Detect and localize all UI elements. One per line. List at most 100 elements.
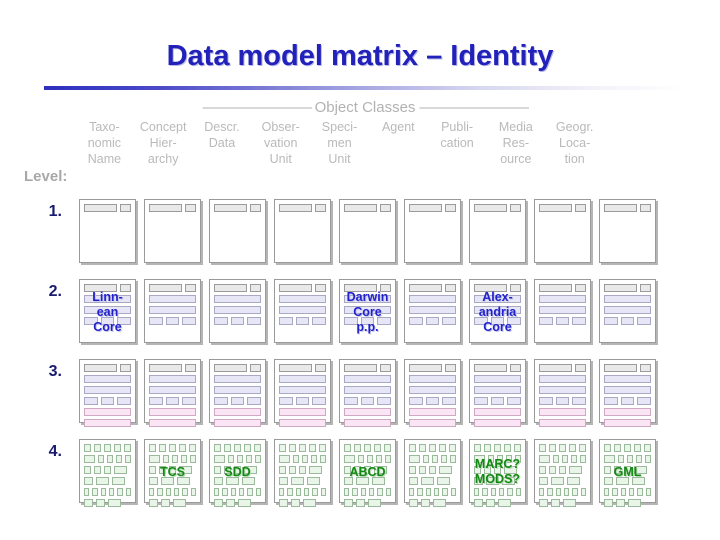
cell-bar (309, 444, 316, 452)
matrix-cell[interactable] (339, 359, 396, 427)
matrix-cell[interactable] (274, 359, 331, 427)
cell-bar (626, 455, 633, 463)
cell-bar-row (539, 499, 586, 507)
cell-bar (498, 488, 505, 496)
cell-bar (247, 488, 253, 496)
cell-bar (449, 455, 456, 463)
matrix-cell[interactable] (274, 199, 331, 263)
cell-bar (409, 317, 423, 325)
matrix-cell[interactable] (209, 199, 266, 263)
cell-bar-row (149, 204, 196, 212)
matrix-cell[interactable] (79, 359, 136, 427)
cell-bar (474, 455, 485, 463)
cell-bar (559, 466, 566, 474)
matrix-cell[interactable] (209, 359, 266, 427)
matrix-cell[interactable]: SDD (209, 439, 266, 507)
matrix-cell[interactable]: TCS (144, 439, 201, 507)
matrix-cell[interactable] (144, 359, 201, 427)
cell-bar-row (279, 477, 326, 485)
cell-bar (559, 444, 566, 452)
cell-bar (421, 477, 434, 485)
cell-bar (236, 455, 243, 463)
cell-bar (214, 204, 247, 212)
cell-bar (385, 488, 391, 496)
matrix-cell[interactable]: MARC?MODS? (469, 439, 526, 507)
matrix-cell[interactable] (404, 279, 461, 343)
cell-bar (604, 306, 651, 314)
cell-bar (84, 364, 117, 372)
cell-bar-row (149, 455, 196, 463)
cell-bar (182, 488, 188, 496)
matrix-cell[interactable] (274, 279, 331, 343)
cell-bar (474, 419, 521, 427)
cell-bar (104, 466, 111, 474)
matrix-cell[interactable]: ABCD (339, 439, 396, 507)
cell-bar (570, 455, 577, 463)
matrix-cell[interactable] (404, 199, 461, 263)
cell-bar (234, 444, 241, 452)
matrix-cell[interactable] (599, 359, 656, 427)
cell-bar (539, 499, 548, 507)
cell-bar (474, 397, 488, 405)
cell-bar (617, 455, 624, 463)
column-header-line: Concept (139, 120, 187, 134)
matrix-cell[interactable] (404, 439, 461, 507)
matrix-cell[interactable] (144, 279, 201, 343)
cell-bar (374, 444, 381, 452)
matrix-cell[interactable] (79, 199, 136, 263)
cell-bar-row (149, 477, 196, 485)
cell-bar (279, 306, 326, 314)
matrix-cell[interactable] (599, 199, 656, 263)
matrix-cell[interactable] (144, 199, 201, 263)
cell-bar-row (279, 397, 327, 405)
cell-bar (214, 408, 261, 416)
cell-bar (279, 477, 288, 485)
matrix-cell[interactable] (209, 279, 266, 343)
cell-bar (640, 204, 651, 212)
cell-bar (100, 397, 115, 405)
cell-bar (490, 397, 505, 405)
cell-bar (494, 444, 501, 452)
cell-bar (124, 455, 131, 463)
matrix-cell[interactable] (534, 359, 591, 427)
column-header-line: cation (440, 136, 474, 150)
cell-bar (377, 488, 383, 496)
matrix-cell[interactable] (469, 199, 526, 263)
cell-bar (84, 386, 131, 394)
cell-bar (409, 408, 456, 416)
matrix-cell[interactable] (534, 439, 591, 507)
cell-bar (604, 364, 637, 372)
cell-bar-row (214, 488, 261, 496)
cell-bar (551, 499, 560, 507)
cell-bar (580, 488, 586, 496)
matrix-cell[interactable] (534, 199, 591, 263)
cell-bar (539, 306, 586, 314)
matrix-cell[interactable] (339, 199, 396, 263)
matrix-cell[interactable]: GML (599, 439, 656, 507)
cell-bar-row (149, 364, 196, 372)
cell-bar (84, 317, 98, 325)
cell-bar (149, 455, 160, 463)
cell-bar (409, 499, 418, 507)
cell-bar (437, 477, 450, 485)
matrix-cell[interactable] (404, 359, 461, 427)
cell-bar-row (474, 397, 522, 405)
cell-bar (445, 284, 456, 292)
matrix-cell[interactable] (599, 279, 656, 343)
matrix-cell[interactable] (534, 279, 591, 343)
cell-bar (310, 455, 317, 463)
cell-bar-row (84, 317, 132, 325)
cell-bar (377, 397, 392, 405)
matrix-cell[interactable] (469, 359, 526, 427)
matrix-cell[interactable] (274, 439, 331, 507)
cell-bar (505, 455, 512, 463)
cell-bar (250, 204, 261, 212)
cell-bar (604, 419, 651, 427)
matrix-cell[interactable] (79, 439, 136, 507)
